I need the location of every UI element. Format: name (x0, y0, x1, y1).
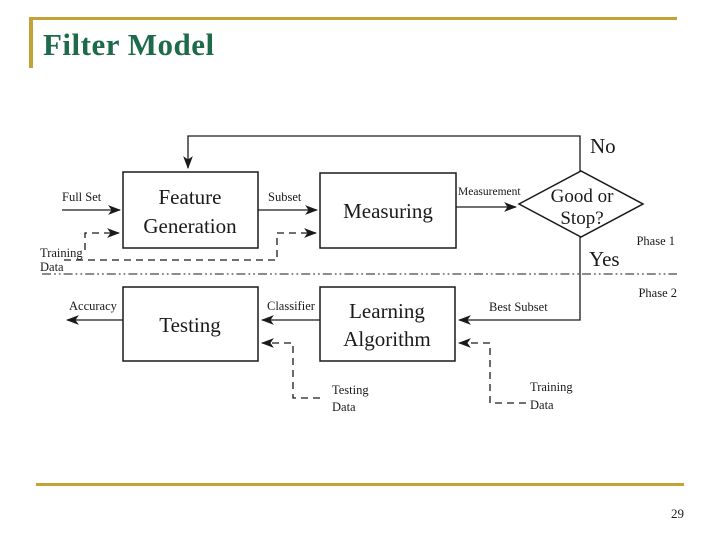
training-data-to-learning-dashed-arrow (457, 338, 526, 404)
top-accent-line (29, 17, 677, 20)
good-or-stop-diamond (517, 170, 645, 238)
phase1-label: Phase 1 (636, 234, 675, 248)
page-number: 29 (671, 506, 684, 521)
feature-generation-box (122, 171, 259, 249)
best-subset-label: Best Subset (489, 300, 548, 314)
feature-generation-label-line2: Generation (143, 214, 237, 238)
left-accent-bar (29, 17, 33, 68)
measurement-label: Measurement (458, 186, 521, 198)
training-data-to-feature-generation-dashed-arrow (84, 228, 121, 250)
measuring-label: Measuring (343, 199, 433, 223)
learning-algorithm-box (319, 286, 456, 362)
training-data-bottom-label-line2: Data (530, 398, 554, 412)
page-title: Filter Model (43, 27, 215, 62)
testing-label: Testing (159, 313, 221, 337)
feature-generation-label-line1: Feature (159, 185, 222, 209)
testing-box (122, 286, 259, 362)
yes-best-subset-arrow (457, 237, 581, 325)
full-set-label: Full Set (62, 190, 102, 204)
classifier-label: Classifier (267, 299, 316, 313)
no-label: No (590, 134, 616, 158)
accuracy-label: Accuracy (69, 299, 118, 313)
phase2-label: Phase 2 (638, 286, 677, 300)
no-feedback-loop-arrow (183, 135, 581, 172)
yes-label: Yes (589, 247, 620, 271)
subset-label: Subset (268, 190, 302, 204)
testing-data-label-line1: Testing (332, 383, 369, 397)
testing-data-label-line2: Data (332, 400, 356, 414)
bottom-accent-line (36, 483, 684, 486)
learning-algorithm-label-line1: Learning (349, 299, 425, 323)
learning-algorithm-label-line2: Algorithm (343, 327, 431, 351)
testing-data-to-testing-dashed-arrow (260, 338, 320, 399)
measuring-box (319, 172, 457, 249)
decision-label-line1: Good or (551, 186, 614, 207)
training-data-top-label-line2: Data (40, 260, 64, 274)
decision-label-line2: Stop? (560, 208, 603, 229)
training-data-bottom-label-line1: Training (530, 380, 573, 394)
training-data-top-label-line1: Training (40, 246, 83, 260)
